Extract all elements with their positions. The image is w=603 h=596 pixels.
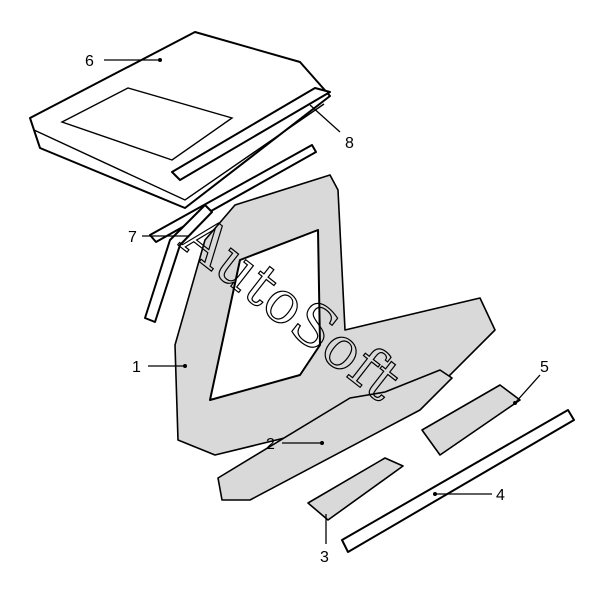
pillar-trim	[144, 204, 213, 323]
leader-lines	[104, 58, 541, 544]
callout-6: 6	[85, 53, 94, 70]
rear-scuff-plate	[421, 384, 521, 456]
roof-panel	[29, 31, 331, 209]
rocker-strip	[341, 409, 575, 553]
callout-1: 1	[132, 359, 141, 376]
callout-8: 8	[345, 135, 354, 152]
callout-4: 4	[496, 487, 505, 504]
front-scuff-plate	[307, 457, 404, 521]
callout-labels: 6 8 7 1 2 3 4 5	[85, 53, 549, 566]
callout-3: 3	[320, 549, 329, 566]
floor-sill	[217, 369, 453, 501]
callout-7: 7	[128, 229, 137, 246]
callout-2: 2	[266, 436, 275, 453]
callout-5: 5	[540, 359, 549, 376]
